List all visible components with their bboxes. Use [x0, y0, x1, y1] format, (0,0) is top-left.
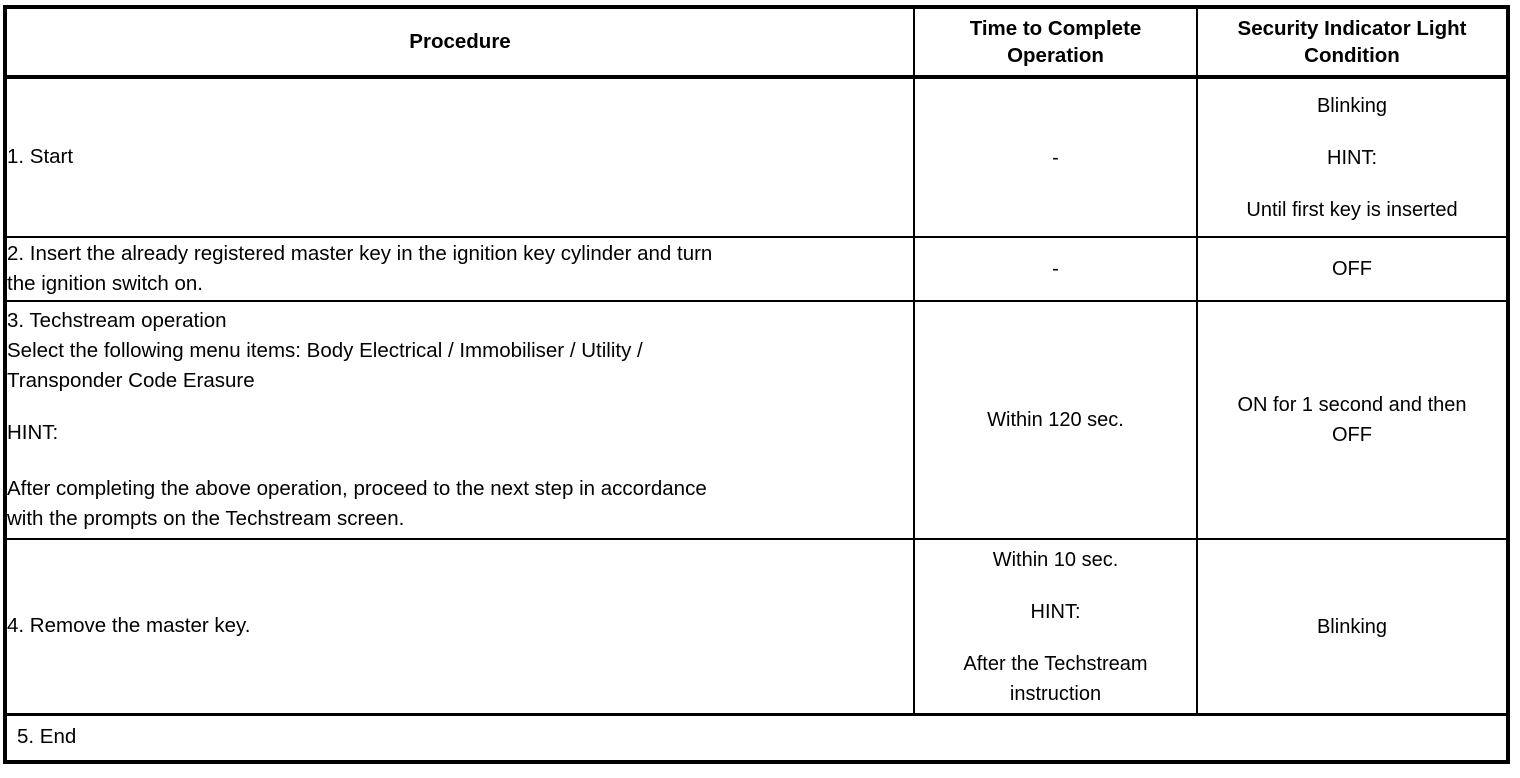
spacer [915, 575, 1196, 597]
procedure-menu-path-line2: Transponder Code Erasure [7, 368, 255, 392]
light-condition-state: Blinking [1316, 615, 1388, 638]
light-hint-text: Until first key is inserted [1246, 198, 1458, 221]
procedure-hint-label: HINT: [7, 421, 59, 444]
procedure-text-line1: 2. Insert the already registered master … [7, 241, 713, 265]
spacer [7, 448, 913, 474]
cell-procedure-end: 5. End [3, 713, 1510, 764]
procedure-text: 4. Remove the master key. [7, 614, 251, 638]
cell-procedure: 3. Techstream operation Select the follo… [3, 300, 915, 540]
time-hint-line2: instruction [1009, 682, 1102, 705]
column-header-time-line2: Operation [1007, 44, 1104, 67]
time-value: - [1052, 146, 1059, 169]
light-condition-state: Blinking [1316, 94, 1388, 117]
column-header-light-line1: Security Indicator Light [1237, 16, 1467, 40]
procedure-title: 3. Techstream operation [7, 308, 227, 332]
procedure-text: 5. End [17, 725, 77, 748]
procedure-table: Procedure Time to Complete Operation Sec… [3, 5, 1510, 764]
procedure-text: 1. Start [7, 145, 74, 169]
table-row: 2. Insert the already registered master … [3, 236, 1510, 302]
table-row: 3. Techstream operation Select the follo… [3, 300, 1510, 540]
procedure-text-line2: the ignition switch on. [7, 272, 204, 295]
cell-time: Within 10 sec. HINT: After the Techstrea… [913, 538, 1198, 716]
cell-time: Within 120 sec. [913, 300, 1198, 540]
header-row: Procedure Time to Complete Operation Sec… [3, 5, 1510, 79]
cell-procedure: 2. Insert the already registered master … [3, 236, 915, 302]
procedure-menu-path-line1: Select the following menu items: Body El… [7, 338, 643, 362]
cell-light: Blinking [1196, 538, 1510, 716]
column-header-procedure: Procedure [3, 5, 915, 79]
cell-procedure: 1. Start [3, 76, 915, 238]
light-condition-line2: OFF [1332, 424, 1372, 446]
spacer [1198, 173, 1506, 195]
cell-light: ON for 1 second and then OFF [1196, 300, 1510, 540]
spacer [915, 627, 1196, 649]
cell-light: OFF [1196, 236, 1510, 302]
light-hint-label: HINT: [1327, 146, 1377, 169]
time-hint-label: HINT: [1030, 600, 1081, 623]
cell-procedure: 4. Remove the master key. [3, 538, 915, 716]
time-value: Within 10 sec. [992, 548, 1119, 571]
table-body: 1. Start - Blinking HINT: Until first ke… [3, 76, 1510, 764]
cell-time: - [913, 236, 1198, 302]
time-hint-line1: After the Techstream [963, 652, 1148, 675]
spacer [1198, 121, 1506, 143]
time-value: - [1052, 258, 1059, 280]
procedure-hint-line2: with the prompts on the Techstream scree… [7, 507, 405, 531]
column-header-time-line1: Time to Complete [969, 16, 1142, 40]
spacer [7, 396, 913, 418]
table-header: Procedure Time to Complete Operation Sec… [3, 5, 1510, 79]
procedure-hint-line1: After completing the above operation, pr… [7, 477, 707, 501]
table-row: 4. Remove the master key. Within 10 sec.… [3, 538, 1510, 716]
light-condition-state: OFF [1332, 258, 1372, 280]
table-row: 5. End [3, 713, 1510, 764]
column-header-time: Time to Complete Operation [913, 5, 1198, 79]
cell-time: - [913, 76, 1198, 238]
cell-light: Blinking HINT: Until first key is insert… [1196, 76, 1510, 238]
time-value: Within 120 sec. [987, 409, 1124, 431]
light-condition-line1: ON for 1 second and then [1237, 394, 1467, 416]
column-header-light: Security Indicator Light Condition [1196, 5, 1510, 79]
column-header-light-line2: Condition [1304, 44, 1400, 67]
table-row: 1. Start - Blinking HINT: Until first ke… [3, 76, 1510, 238]
